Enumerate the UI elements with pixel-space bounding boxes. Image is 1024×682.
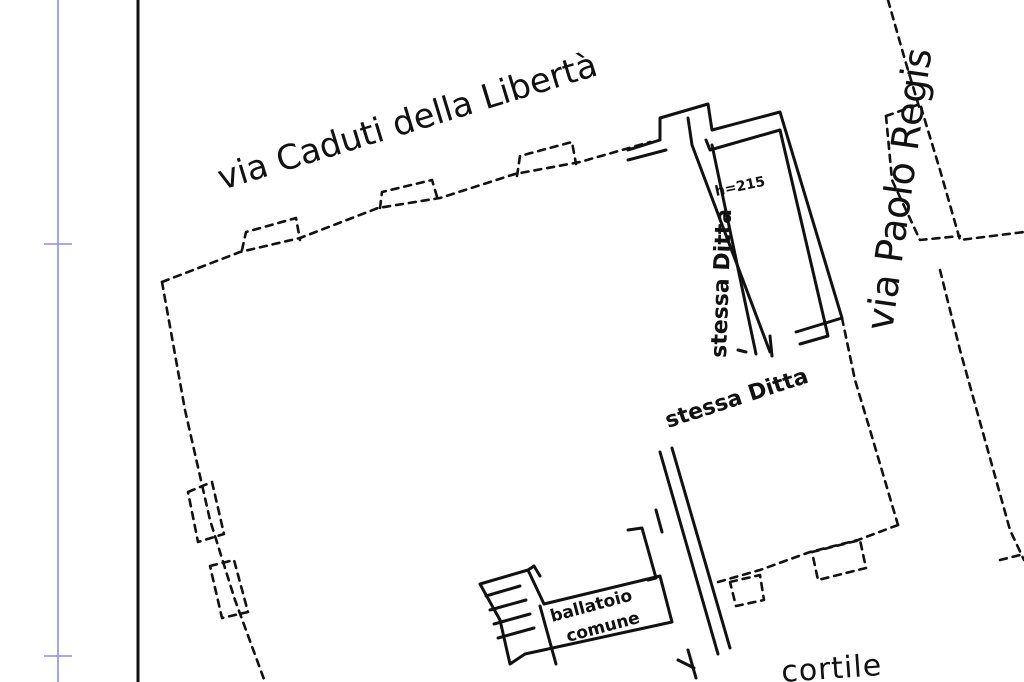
street-label-via-caduti: via Caduti della Libertà (213, 45, 602, 199)
building-wing (626, 102, 844, 358)
guide-line (44, 0, 72, 682)
lot-boundary (160, 140, 900, 682)
facade-openings (186, 140, 868, 620)
note-height: h=215 (714, 174, 767, 200)
street-label-via-paolo-regis: via Paolo Regis (857, 45, 940, 333)
area-label-cortile: cortile (780, 648, 883, 682)
note-stessa-ditta-horizontal: stessa Ditta (662, 364, 811, 434)
note-stessa-ditta-vertical: stessa Ditta (707, 209, 737, 359)
neighbour-boundary (884, 0, 1024, 562)
stair-balcony (478, 446, 732, 680)
